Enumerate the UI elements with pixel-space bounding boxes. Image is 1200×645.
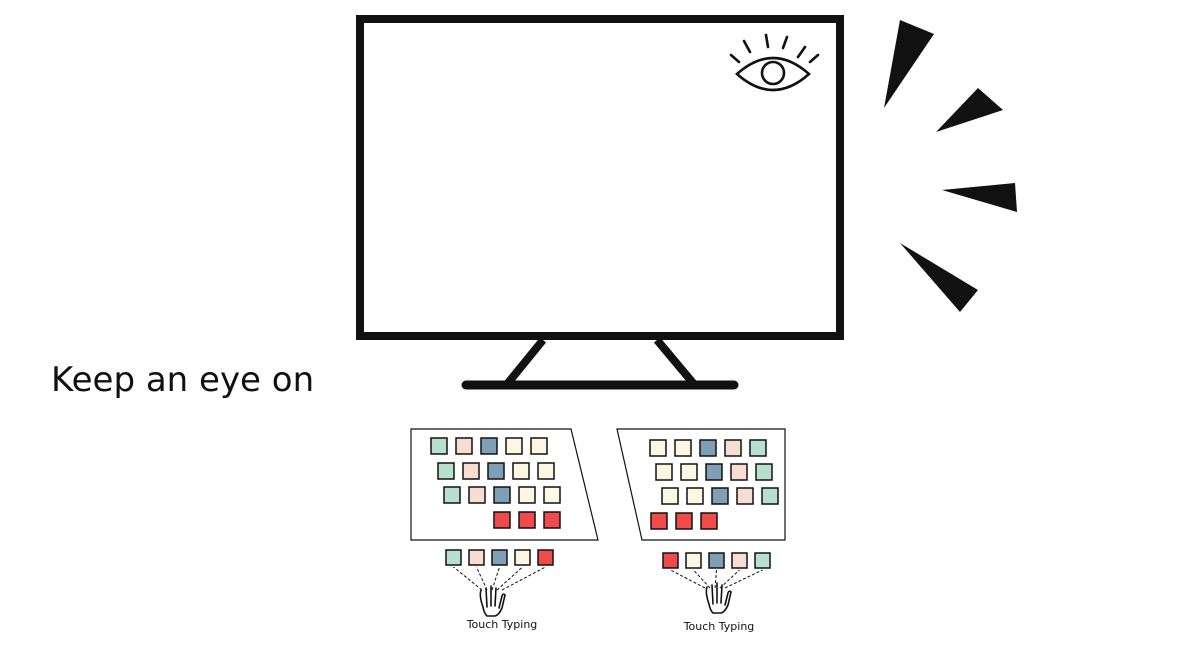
finger-guide xyxy=(501,566,546,591)
key-cream xyxy=(543,486,561,504)
key-red xyxy=(650,512,668,530)
key-blue xyxy=(480,437,498,455)
key-pink xyxy=(736,487,754,505)
key-teal xyxy=(443,486,461,504)
key-red xyxy=(662,552,679,569)
finger-guide xyxy=(719,569,740,589)
left-keyboard-label: Touch Typing xyxy=(466,618,538,631)
key-teal xyxy=(761,487,779,505)
key-teal xyxy=(749,439,767,457)
key-teal xyxy=(755,463,773,481)
key-pink xyxy=(731,552,748,569)
key-cream xyxy=(655,463,673,481)
key-cream xyxy=(680,463,698,481)
finger-guide xyxy=(496,566,523,591)
key-cream xyxy=(537,462,555,480)
finger-guide xyxy=(724,569,763,589)
key-teal xyxy=(437,462,455,480)
finger-guide xyxy=(714,569,717,589)
key-red xyxy=(700,512,718,530)
key-red xyxy=(675,512,693,530)
finger-guide xyxy=(491,566,500,591)
key-cream xyxy=(661,487,679,505)
key-blue xyxy=(708,552,725,569)
key-blue xyxy=(493,486,511,504)
finger-guide xyxy=(693,569,711,589)
key-blue xyxy=(699,439,717,457)
key-pink xyxy=(724,439,742,457)
right-keyboard-label: Touch Typing xyxy=(683,620,755,633)
key-cream xyxy=(514,549,531,566)
monitor xyxy=(356,15,844,390)
key-red xyxy=(543,511,561,529)
alert-burst-icon xyxy=(884,20,1017,312)
key-pink xyxy=(468,486,486,504)
finger-guide xyxy=(670,569,706,589)
hand-icon xyxy=(479,585,506,617)
key-blue xyxy=(705,463,723,481)
monitor-screen xyxy=(356,15,844,340)
key-teal xyxy=(430,437,448,455)
hand-icon xyxy=(705,582,732,614)
key-cream xyxy=(685,552,702,569)
key-cream xyxy=(518,486,536,504)
key-cream xyxy=(686,487,704,505)
key-cream xyxy=(674,439,692,457)
finger-guide xyxy=(476,566,488,591)
key-pink xyxy=(455,437,473,455)
key-red xyxy=(537,549,554,566)
key-teal xyxy=(445,549,462,566)
key-blue xyxy=(491,549,508,566)
left-keyboard: Touch Typing xyxy=(410,428,599,631)
right-keyboard: Touch Typing xyxy=(616,428,786,633)
key-blue xyxy=(711,487,729,505)
eye-icon xyxy=(729,33,820,92)
key-red xyxy=(493,511,511,529)
key-pink xyxy=(462,462,480,480)
monitor-stand xyxy=(504,337,697,386)
key-cream xyxy=(505,437,523,455)
finger-guide xyxy=(453,566,483,591)
key-cream xyxy=(649,439,667,457)
key-pink xyxy=(730,463,748,481)
caption: Keep an eye on xyxy=(51,360,315,400)
key-pink xyxy=(468,549,485,566)
key-blue xyxy=(487,462,505,480)
key-cream xyxy=(512,462,530,480)
key-cream xyxy=(530,437,548,455)
key-red xyxy=(518,511,536,529)
key-teal xyxy=(754,552,771,569)
